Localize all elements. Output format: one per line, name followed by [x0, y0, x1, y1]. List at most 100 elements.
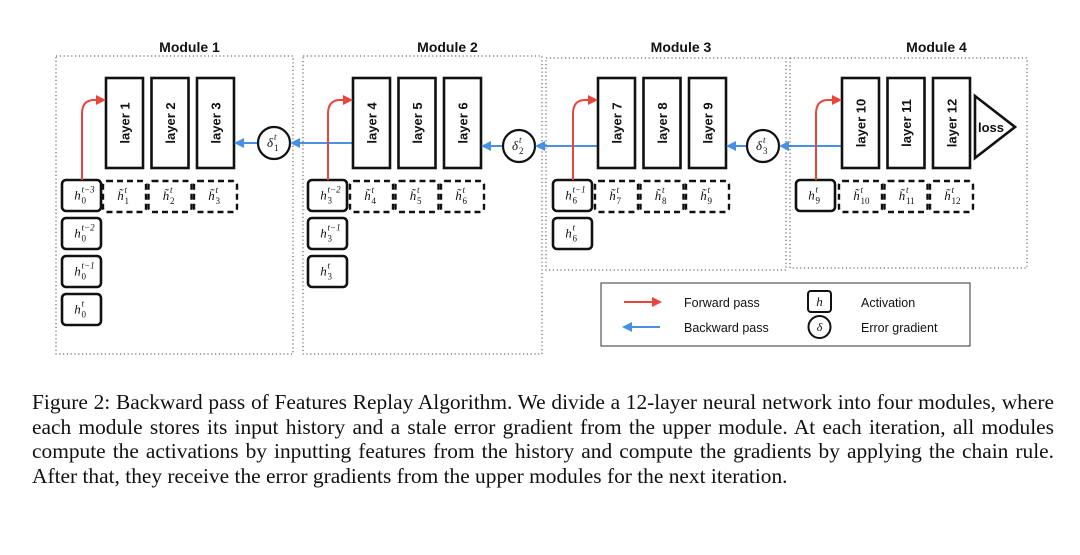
legend-gradient-label: Error gradient: [861, 321, 938, 335]
layer-box: [886, 76, 926, 170]
math-superscript: t: [125, 185, 128, 195]
layer-label: layer 11: [899, 99, 914, 147]
layer-box: [931, 76, 972, 170]
math-superscript: t: [170, 185, 173, 195]
math-base: h̃: [899, 188, 906, 203]
layer-label: layer 2: [163, 102, 178, 143]
math-superscript: t−1: [573, 185, 586, 195]
legend-gradient-symbol-circle: [807, 315, 832, 339]
math-base: h̃: [117, 188, 124, 203]
math-base: h: [74, 226, 81, 241]
math-base: h: [74, 188, 81, 203]
layer-box: [642, 76, 682, 170]
module-boundary: [302, 55, 543, 355]
math-subscript: 3: [763, 146, 768, 156]
activation-label: h̃7t: [609, 185, 621, 206]
layer-box: [596, 76, 637, 170]
math-subscript: 6: [573, 234, 578, 244]
layer-label: layer 8: [655, 102, 670, 143]
activation-label: h̃12t: [944, 185, 960, 206]
math-base: h: [565, 188, 572, 203]
math-base: h: [320, 226, 327, 241]
layer-label: layer 9: [701, 102, 716, 143]
legend-frame: [600, 282, 971, 347]
layer-label: layer 4: [365, 102, 380, 144]
math-base: h: [565, 226, 572, 241]
layer-box: [104, 76, 145, 170]
layer-box: [351, 76, 392, 170]
activation-box: [394, 179, 440, 214]
loss-node: [973, 93, 1018, 161]
math-superscript: t: [82, 299, 85, 309]
activation-label: h̃11t: [899, 185, 915, 206]
math-subscript: 10: [861, 196, 871, 206]
activation-box: [101, 179, 148, 214]
legend-gradient-symbol: δ: [817, 320, 823, 334]
math-subscript: 9: [816, 196, 821, 206]
history-box: [306, 216, 349, 251]
layer-label: layer 6: [456, 102, 471, 143]
activation-box: [348, 179, 395, 214]
layer-box: [840, 76, 881, 170]
math-base: h̃: [700, 188, 707, 203]
math-base: h: [74, 302, 81, 317]
activation-box: [439, 179, 486, 214]
forward-pass-arrow: [81, 95, 106, 180]
math-subscript: 6: [573, 196, 578, 206]
history-box: [60, 254, 103, 289]
activation-label: h̃6t: [455, 185, 467, 206]
math-subscript: 3: [328, 234, 333, 244]
activation-box: [928, 179, 975, 214]
layer-label: layer 10: [854, 99, 869, 147]
math-subscript: 0: [82, 310, 87, 320]
math-subscript: 3: [328, 196, 333, 206]
module-title: Module 4: [906, 39, 967, 55]
math-superscript: t−1: [82, 261, 95, 271]
math-base: h: [320, 264, 327, 279]
math-subscript: 3: [216, 196, 221, 206]
math-base: δ: [756, 138, 763, 153]
activation-label: h̃1t: [117, 185, 129, 206]
math-superscript: t−3: [82, 185, 96, 195]
layer-label: layer 5: [410, 102, 425, 143]
layer-box: [397, 76, 437, 170]
math-superscript: t: [952, 185, 955, 195]
math-superscript: t−2: [328, 185, 342, 195]
forward-pass-arrow: [572, 95, 598, 180]
math-base: h̃: [208, 188, 215, 203]
module-title: Module 3: [651, 39, 712, 55]
math-superscript: t: [662, 185, 665, 195]
math-subscript: 2: [519, 146, 524, 156]
math-superscript: t: [372, 185, 375, 195]
math-base: h̃: [655, 188, 662, 203]
layer-label: layer 12: [945, 99, 960, 147]
legend-backward-label: Backward pass: [684, 321, 769, 335]
math-superscript: t: [617, 185, 620, 195]
math-subscript: 5: [417, 196, 422, 206]
history-box: [306, 254, 349, 289]
math-subscript: 1: [125, 196, 130, 206]
math-superscript: t: [274, 132, 277, 142]
math-superscript: t: [816, 185, 819, 195]
math-superscript: t: [216, 185, 219, 195]
layer-box: [687, 76, 728, 170]
math-subscript: 9: [708, 196, 713, 206]
layer-label: layer 7: [610, 102, 625, 143]
math-superscript: t: [463, 185, 466, 195]
module-boundary: [789, 57, 1028, 269]
math-base: h̃: [163, 188, 170, 203]
math-base: h: [808, 188, 815, 203]
